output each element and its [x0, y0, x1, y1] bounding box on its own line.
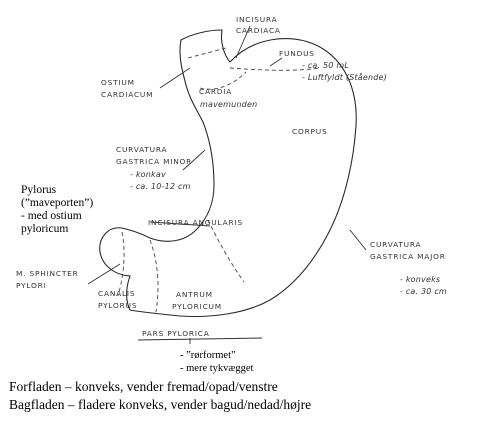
label-curv-major-1: CURVATURA	[370, 240, 421, 249]
label-curv-major-note-2: - ca. 30 cm	[400, 287, 447, 296]
footer-front-surface: Forfladen – konveks, vender fremad/opad/…	[9, 379, 278, 394]
leader-incisura-angularis	[149, 221, 211, 227]
fundus-boundary	[229, 67, 321, 71]
pylorus-end	[99, 227, 131, 277]
label-ostium-1: OSTIUM	[101, 78, 135, 87]
pylorus-lower	[126, 275, 131, 311]
label-sphincter-1: M. SPHINCTER	[16, 269, 79, 278]
label-pars-pylorica: PARS PYLORICA	[142, 329, 210, 338]
label-pylorus-3: - med ostium	[21, 210, 82, 222]
label-pars-note-2: - mere tykvægget	[180, 363, 254, 374]
label-canalis-1: CANALIS	[98, 289, 135, 298]
label-fundus-air: - Luftfyldt (Stående)	[302, 72, 387, 82]
label-incisura-angularis: INCISURA ANGULARIS	[148, 218, 243, 227]
label-incisura-cardiaca-2: CARDIACA	[236, 26, 281, 35]
pars-pylorica-underline	[137, 337, 263, 341]
label-curv-minor-2: GASTRICA MINOR	[116, 157, 192, 166]
leader-sphincter	[87, 263, 121, 285]
esophagus-dashes	[187, 47, 227, 59]
label-curv-minor-note-1: - konkav	[130, 170, 166, 179]
leader-curv-major	[349, 229, 367, 251]
label-pylorus-2: (”maveporten”)	[21, 197, 93, 209]
footer-back-surface: Bagfladen – fladere konveks, vender bagu…	[9, 397, 311, 412]
antrum-boundary	[149, 239, 159, 313]
label-incisura-cardiaca-1: INCISURA	[236, 15, 277, 24]
label-corpus: CORPUS	[292, 127, 327, 136]
leader-incisura-cardiaca	[235, 25, 251, 59]
label-antrum-2: PYLORICUM	[172, 302, 222, 311]
stomach-outline-major	[121, 39, 215, 242]
label-fundus: FUNDUS	[279, 49, 315, 58]
label-pylorus-1: Pylorus	[21, 184, 57, 196]
esophagus-top	[180, 29, 223, 41]
label-curv-minor-1: CURVATURA	[116, 145, 167, 154]
leader-ostium	[159, 67, 191, 89]
label-ostium-2: CARDIACUM	[101, 90, 153, 99]
leader-fundus	[269, 57, 283, 67]
label-canalis-2: PYLORUS	[98, 301, 137, 310]
label-pars-note-1: - ”rørformet”	[180, 350, 236, 361]
label-cardia-sub: mavemunden	[200, 100, 257, 109]
label-sphincter-2: PYLORI	[16, 281, 47, 290]
stomach-outline-fundus-major	[129, 38, 357, 317]
cardia-boundary	[199, 71, 247, 90]
label-curv-minor-note-2: - ca. 10-12 cm	[130, 182, 191, 191]
label-curv-major-2: GASTRICA MAJOR	[370, 252, 446, 261]
label-cardia: CARDIA	[199, 87, 232, 96]
label-fundus-size: - ca. 50 mL	[302, 61, 349, 70]
label-curv-major-note-1: - konveks	[400, 275, 440, 284]
label-antrum-1: ANTRUM	[176, 290, 213, 299]
label-pylorus-4: pyloricum	[21, 223, 68, 235]
canalis-boundary	[117, 231, 125, 297]
leader-curv-minor	[182, 149, 206, 171]
esophagus-right-wall	[220, 29, 231, 63]
angularis-boundary	[207, 219, 245, 283]
